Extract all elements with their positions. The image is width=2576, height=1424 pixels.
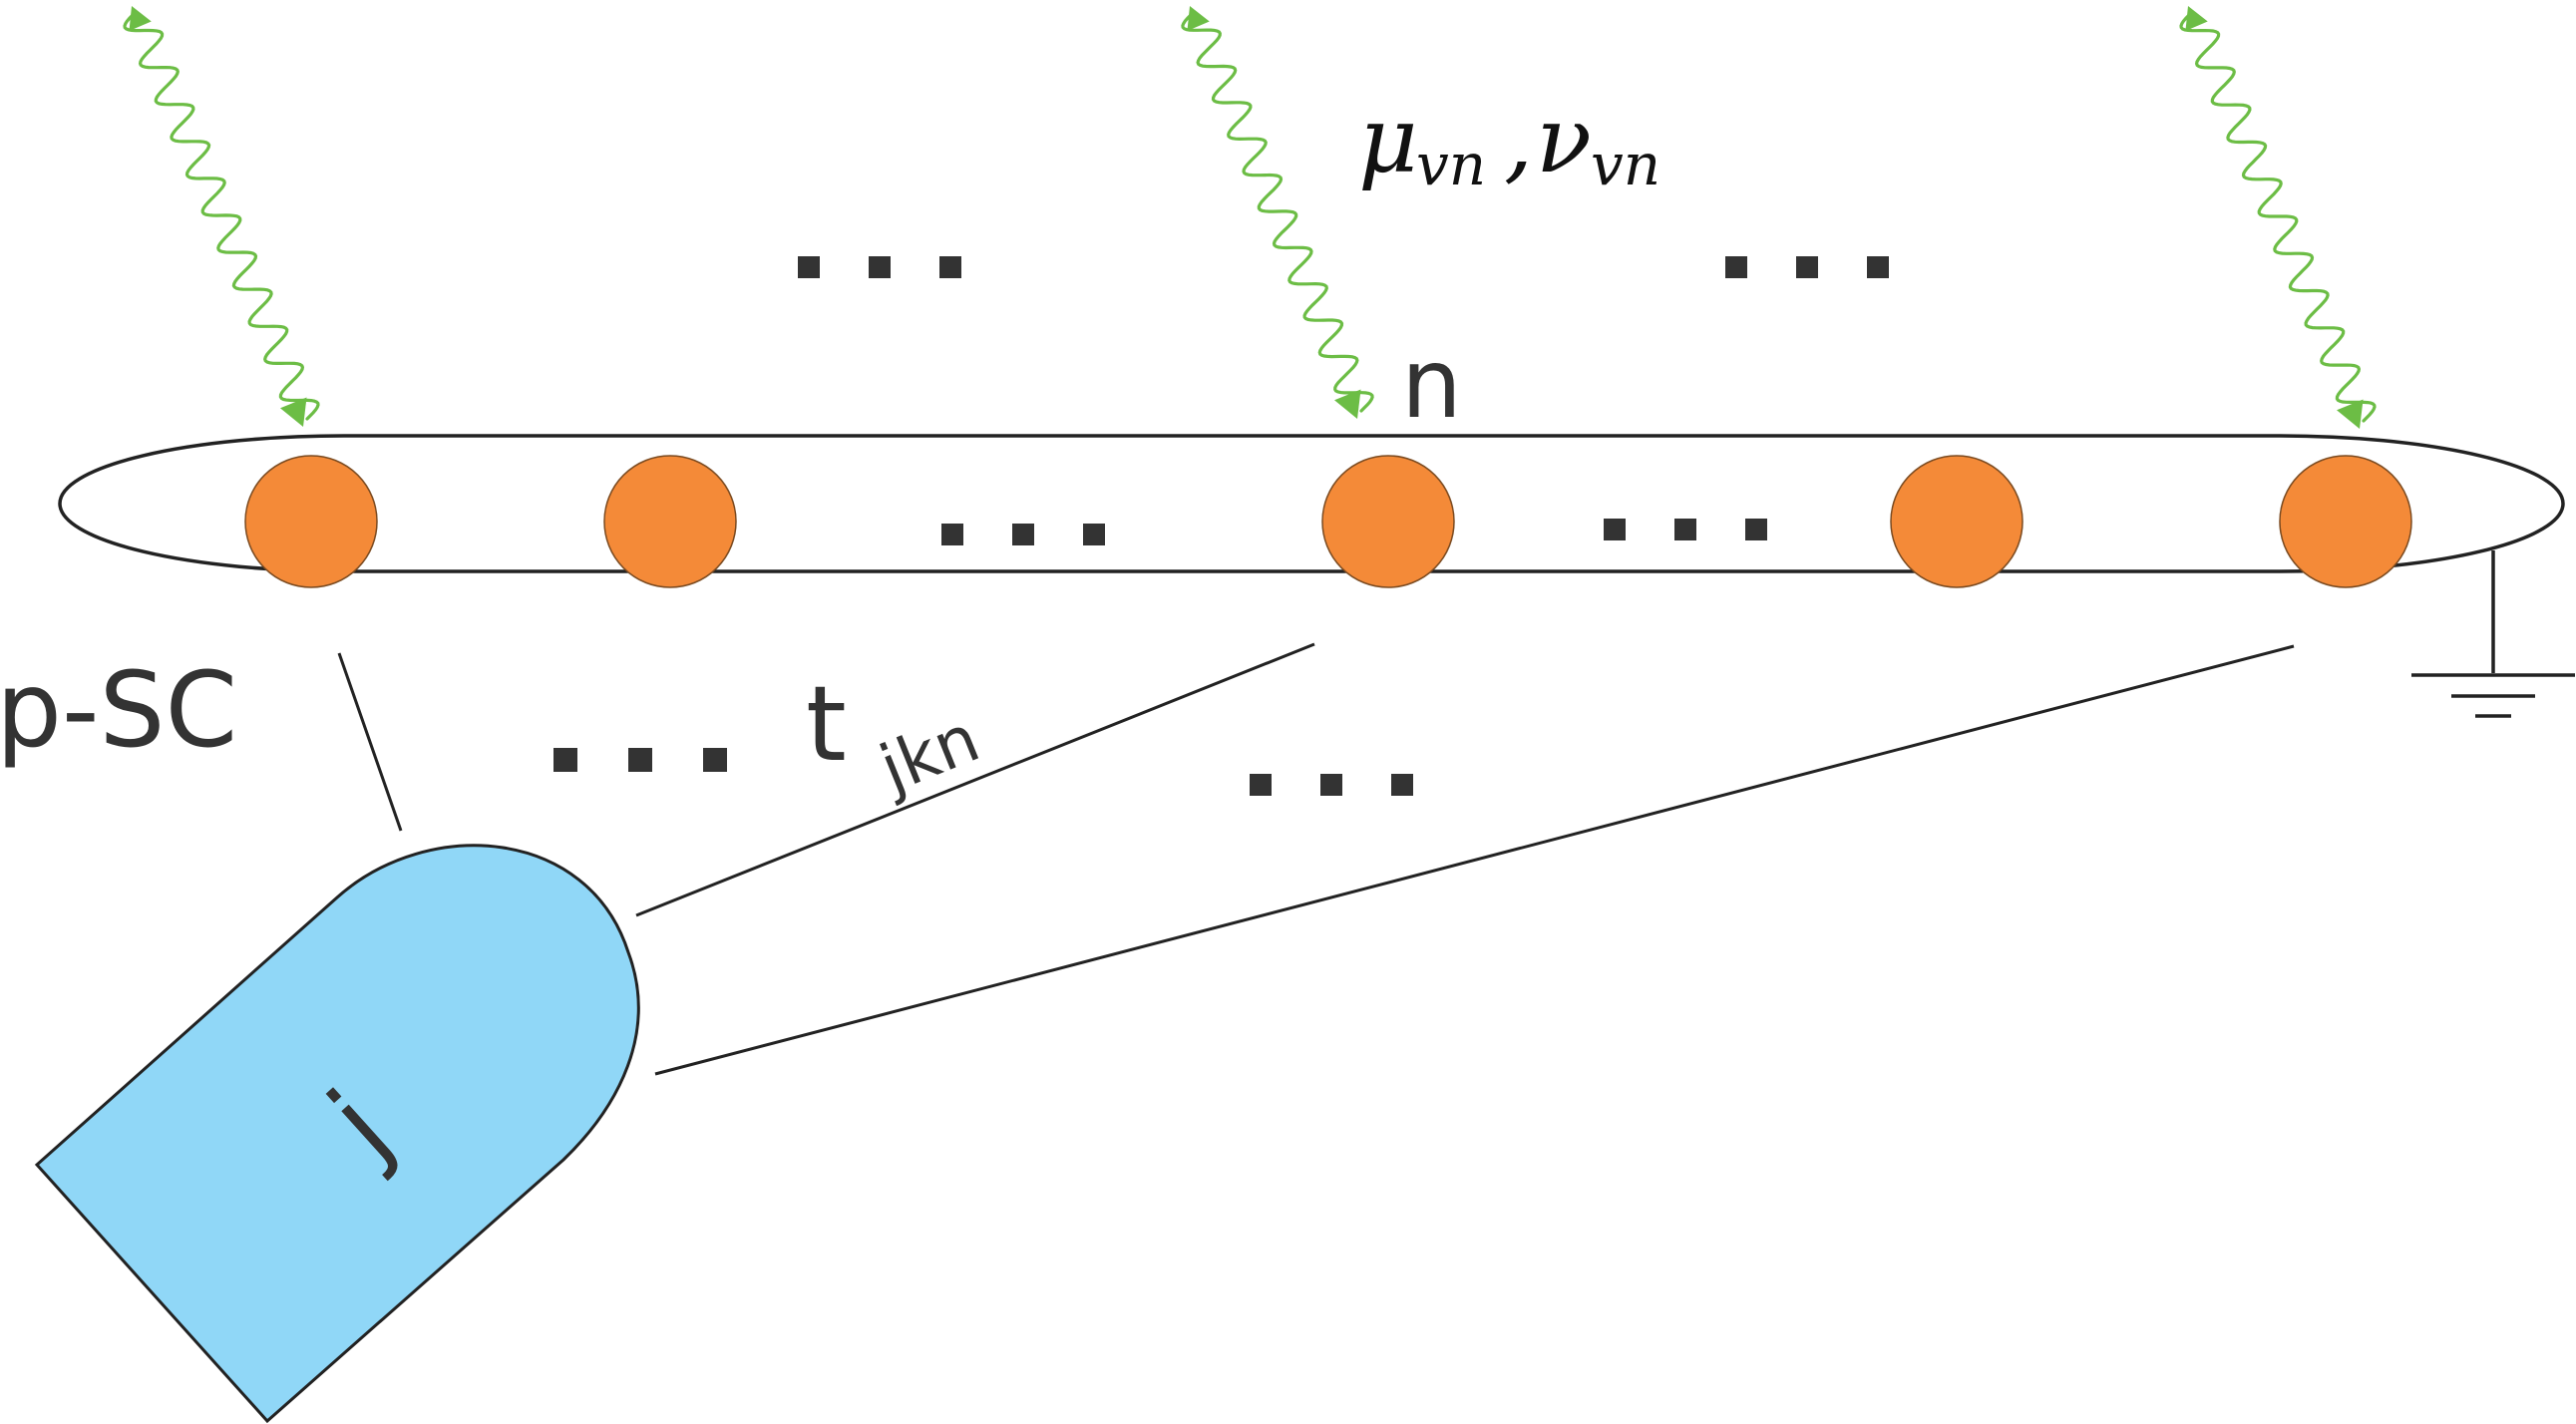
svg-text:t: t	[806, 663, 847, 785]
ellipsis-chain-left	[941, 524, 1105, 545]
lead-tip	[34, 844, 640, 1424]
quantum-dot-4	[1890, 455, 2024, 588]
quantum-dot-1	[244, 455, 378, 588]
quantum-dot-last	[2279, 455, 2412, 588]
photon-arrow-left	[123, 6, 320, 427]
quantum-dot-2	[603, 455, 737, 588]
ellipsis-chain-right	[1604, 519, 1767, 540]
quantum-dot-n	[1321, 455, 1455, 588]
svg-text:vn: vn	[1416, 131, 1486, 198]
svg-text:,: ,	[1504, 87, 1533, 193]
potential-label: μ vn , ν vn	[1358, 87, 1660, 198]
svg-text:ν: ν	[1536, 87, 1592, 193]
photon-arrow-middle	[1181, 6, 1374, 419]
tunneling-line-1	[337, 652, 403, 832]
nanowire-capsule	[58, 434, 2565, 573]
tunneling-line-n	[635, 642, 1315, 917]
ellipsis-bottom-left	[553, 748, 727, 772]
site-label-n: n	[1401, 328, 1462, 440]
svg-text:vn: vn	[1591, 131, 1660, 198]
ground-icon	[2411, 550, 2575, 718]
ellipsis-top-right	[1725, 256, 1889, 278]
svg-text:jkn: jkn	[868, 700, 989, 809]
ellipsis-bottom-right	[1250, 774, 1413, 796]
quantum-dots	[244, 455, 2412, 588]
photon-arrow-right	[2179, 6, 2377, 429]
photon-arrows	[123, 6, 2377, 429]
ellipsis-top-left	[798, 256, 961, 278]
substrate-label: p-SC	[0, 649, 237, 771]
svg-text:μ: μ	[1358, 87, 1418, 193]
tunneling-line-last	[654, 644, 2295, 1076]
